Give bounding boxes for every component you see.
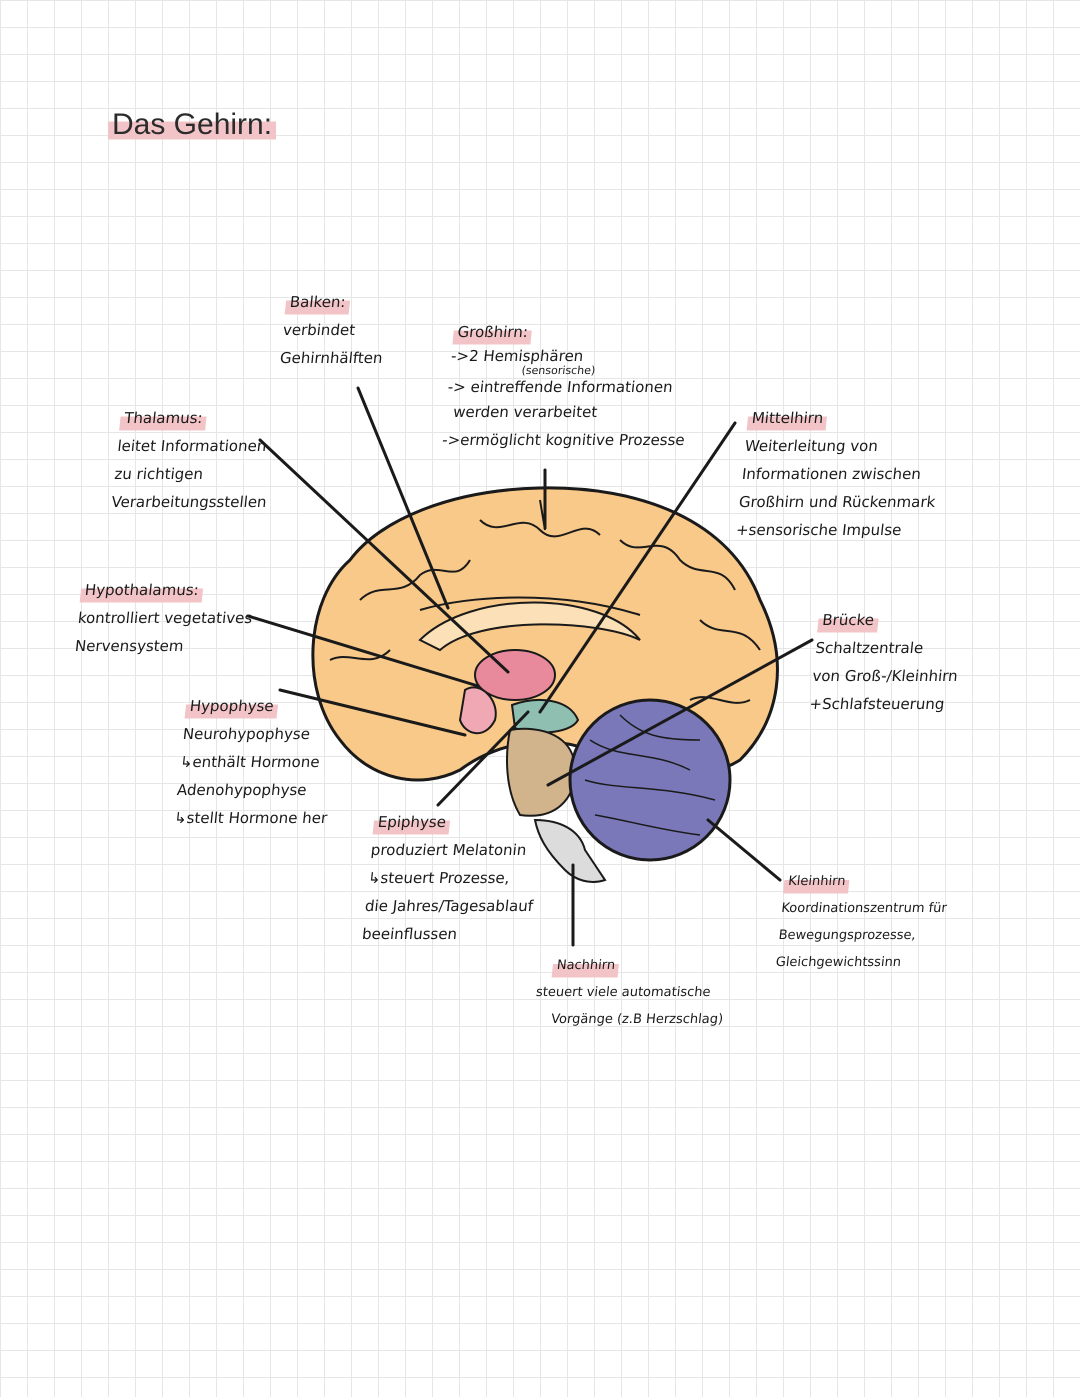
balken-line-2: Gehirnhälften bbox=[279, 349, 384, 367]
nachhirn-line-1: steuert viele automatische bbox=[535, 985, 712, 1000]
thalamus-name: Thalamus: bbox=[118, 404, 209, 432]
mittelhirn-line-3: Großhirn und Rückenmark bbox=[738, 493, 937, 511]
label-hypothalamus: Hypothalamus: kontrolliert vegetatives N… bbox=[74, 576, 257, 660]
hypophyse-line-3: Adenohypophyse bbox=[176, 781, 308, 799]
pointer-lines bbox=[246, 386, 814, 947]
bruecke-line-2: von Groß-/Kleinhirn bbox=[811, 667, 959, 685]
hypothalamus-shape bbox=[458, 686, 497, 735]
grosshirn-line-4: werden verarbeitet bbox=[452, 403, 599, 421]
cerebellum-folia bbox=[584, 714, 716, 836]
thalamus-line-2: zu richtigen bbox=[113, 465, 205, 483]
epiphyse-line-3: die Jahres/Tagesablauf bbox=[364, 897, 535, 915]
kleinhirn-line-2: Bewegungsprozesse, bbox=[777, 928, 917, 943]
grosshirn-name: Großhirn: bbox=[452, 318, 534, 346]
epiphyse-line-4: beeinflussen bbox=[361, 925, 459, 943]
label-kleinhirn: Kleinhirn Koordinationszentrum für Beweg… bbox=[774, 868, 951, 976]
bruecke-line-1: Schaltzentrale bbox=[814, 639, 925, 657]
corpus-callosum-shape bbox=[418, 601, 641, 652]
label-hypophyse: Hypophyse Neurohypophyse ↳enthält Hormon… bbox=[173, 692, 341, 832]
page-title: Das Gehirn: bbox=[108, 108, 277, 142]
mittelhirn-line-4: +sensorische Impulse bbox=[735, 521, 903, 539]
grosshirn-line-3: -> eintreffende Informationen bbox=[446, 378, 674, 396]
kleinhirn-name: Kleinhirn bbox=[782, 868, 851, 895]
mittelhirn-line-1: Weiterleitung von bbox=[743, 437, 879, 455]
hypophyse-name: Hypophyse bbox=[184, 692, 280, 720]
label-grosshirn: Großhirn: ->2 Hemisphären (sensorische) … bbox=[441, 318, 698, 454]
label-epiphyse: Epiphyse produziert Melatonin ↳steuert P… bbox=[361, 808, 544, 948]
nachhirn-line-2: Vorgänge (z.B Herzschlag) bbox=[550, 1012, 724, 1027]
mittelhirn-name: Mittelhirn bbox=[746, 404, 829, 432]
hypothalamus-line-2: Nervensystem bbox=[74, 637, 185, 655]
thalamus-shape bbox=[474, 649, 556, 701]
epiphyse-line-2: ↳steuert Prozesse, bbox=[367, 869, 511, 887]
balken-name: Balken: bbox=[284, 288, 352, 316]
label-thalamus: Thalamus: leitet Informationen zu richti… bbox=[110, 404, 277, 516]
bruecke-line-3: +Schlafsteuerung bbox=[808, 695, 946, 713]
nachhirn-name: Nachhirn bbox=[551, 952, 621, 979]
hypophyse-line-1: Neurohypophyse bbox=[181, 725, 311, 743]
hypothalamus-line-1: kontrolliert vegetatives bbox=[77, 609, 254, 627]
kleinhirn-line-3: Gleichgewichtssinn bbox=[774, 955, 902, 970]
hypothalamus-name: Hypothalamus: bbox=[79, 576, 205, 604]
medulla-shape bbox=[533, 818, 607, 883]
grosshirn-line-5: ->ermöglicht kognitive Prozesse bbox=[441, 431, 686, 449]
balken-line-1: verbindet bbox=[282, 321, 357, 339]
thalamus-line-1: leitet Informationen bbox=[116, 437, 268, 455]
label-bruecke: Brücke Schaltzentrale von Groß-/Kleinhir… bbox=[808, 606, 965, 718]
epiphyse-line-1: produziert Melatonin bbox=[369, 841, 528, 859]
cerebellum-shape bbox=[568, 698, 732, 862]
hypophyse-line-4: ↳stellt Hormone her bbox=[173, 809, 329, 827]
epiphyse-name: Epiphyse bbox=[372, 808, 452, 836]
pons-shape bbox=[506, 727, 577, 817]
label-balken: Balken: verbindet Gehirnhälften bbox=[279, 288, 390, 372]
mittelhirn-line-2: Informationen zwischen bbox=[741, 465, 922, 483]
grosshirn-line-1: ->2 Hemisphären bbox=[450, 347, 585, 365]
hypophyse-line-2: ↳enthält Hormone bbox=[179, 753, 321, 771]
grosshirn-line-2: (sensorische) bbox=[520, 364, 596, 377]
label-nachhirn: Nachhirn steuert viele automatische Vorg… bbox=[532, 952, 730, 1033]
label-mittelhirn: Mittelhirn Weiterleitung von Information… bbox=[735, 404, 946, 544]
kleinhirn-line-1: Koordinationszentrum für bbox=[780, 901, 948, 916]
bruecke-name: Brücke bbox=[816, 606, 880, 634]
thalamus-line-3: Verarbeitungsstellen bbox=[110, 493, 268, 511]
